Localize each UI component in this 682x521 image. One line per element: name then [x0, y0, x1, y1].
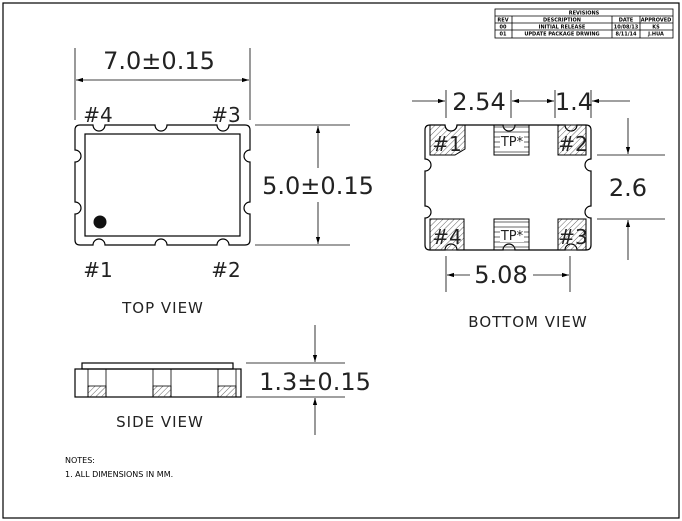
- top-pin-3: #3: [211, 103, 240, 127]
- top-pin-2: #2: [211, 258, 240, 282]
- top-height-dimension: 5.0±0.15: [262, 172, 374, 200]
- pad-2: [557, 124, 587, 156]
- bottom-pad-2: #2: [558, 132, 587, 156]
- row1-rev: 01: [500, 32, 507, 38]
- revision-title: REVISIONS: [569, 11, 600, 17]
- side-view-label: SIDE VIEW: [116, 413, 204, 431]
- test-pad-label-top: TP*: [500, 135, 524, 150]
- bottom-pad-3: #3: [558, 225, 587, 249]
- pad-3: [557, 218, 587, 251]
- header-rev: REV: [497, 18, 508, 24]
- row0-date: 10/08/13: [614, 25, 639, 31]
- pitch-dimension: 2.54: [452, 88, 505, 116]
- row0-approved: KS: [652, 25, 660, 31]
- side-view: 1.3±0.15 SIDE VIEW: [74, 325, 371, 435]
- side-height-dimension: 1.3±0.15: [259, 368, 371, 396]
- note-1: 1. ALL DIMENSIONS IN MM.: [65, 470, 173, 479]
- row1-approved: J.HUA: [647, 32, 664, 38]
- row0-rev: 00: [500, 25, 507, 31]
- bottom-pad-1: #1: [432, 132, 461, 156]
- header-description: DESCRIPTION: [543, 18, 581, 24]
- pad-width-dimension: 1.4: [555, 88, 593, 116]
- row1-description: UPDATE PACKAGE DRWING: [524, 32, 599, 38]
- revision-table: REVISIONS REV DESCRIPTION DATE APPROVED …: [494, 8, 674, 39]
- pad-height-dimension: 2.6: [609, 174, 647, 202]
- notes: NOTES: 1. ALL DIMENSIONS IN MM.: [65, 456, 173, 479]
- header-date: DATE: [619, 18, 634, 24]
- test-pad-label-bottom: TP*: [500, 229, 524, 244]
- top-view-label: TOP VIEW: [121, 299, 204, 317]
- span-dimension: 5.08: [474, 261, 527, 289]
- row1-date: 8/11/14: [615, 32, 637, 38]
- row0-description: INITIAL RELEASE: [539, 25, 586, 31]
- top-view: 7.0±0.15 5.0±0.15 #4 #3 #1 #2 TOP VIEW: [74, 47, 374, 317]
- bottom-pad-4: #4: [432, 225, 461, 249]
- top-pin-4: #4: [83, 103, 112, 127]
- pin1-marker-dot: [93, 215, 107, 229]
- notes-title: NOTES:: [65, 456, 95, 465]
- bottom-view-label: BOTTOM VIEW: [468, 313, 587, 331]
- top-width-dimension: 7.0±0.15: [103, 47, 215, 75]
- pad-1: [429, 124, 466, 156]
- top-pin-1: #1: [83, 258, 112, 282]
- pad-4: [429, 218, 465, 251]
- bottom-view: #1 #2 #3 #4 TP* TP* 2.54 1.4 2.6 5.08 BO…: [412, 88, 665, 331]
- header-approved: APPROVED: [641, 18, 672, 24]
